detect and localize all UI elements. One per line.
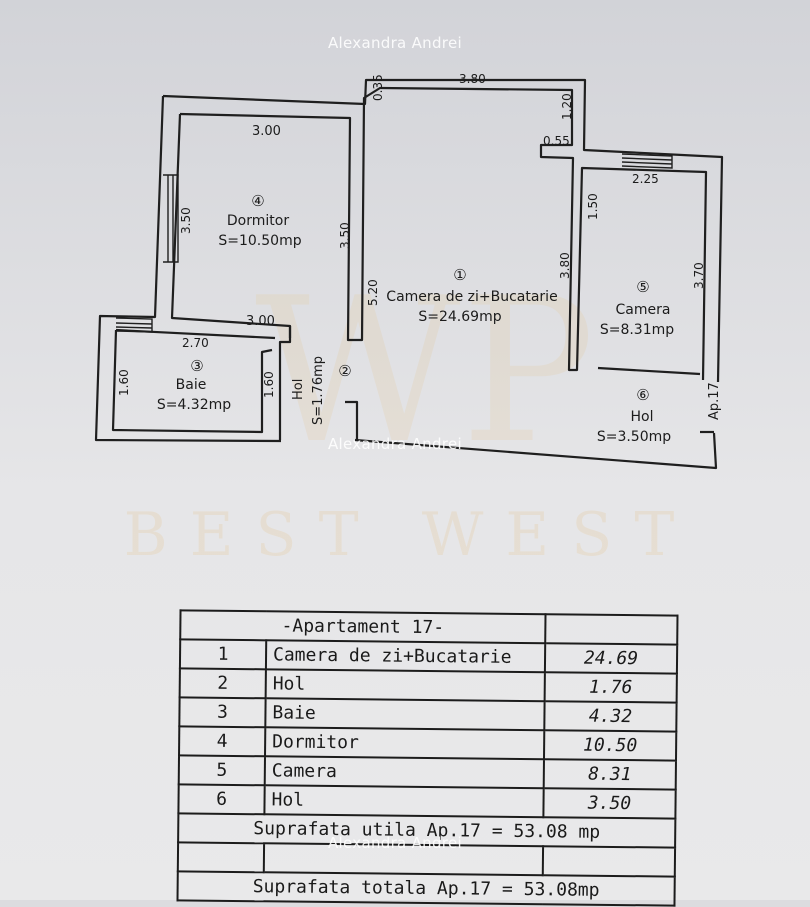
overall-total: Suprafata totala Ap.17 = 53.08mp xyxy=(177,871,675,906)
room-4-number: ④ xyxy=(251,192,264,210)
table-title-blank xyxy=(545,614,678,645)
dim-3-50-right: 3.50 xyxy=(338,222,352,249)
row-number: 4 xyxy=(179,726,266,757)
dim-0-35: 0.35 xyxy=(371,74,385,101)
dim-1-60-left: 1.60 xyxy=(117,369,131,396)
camera-lower-wall xyxy=(597,366,701,376)
dim-2-25: 2.25 xyxy=(632,172,659,186)
table-title: -Apartament 17- xyxy=(180,610,546,644)
overall-total-row: Suprafata totala Ap.17 = 53.08mp xyxy=(177,871,675,906)
room-2-area: S=1.76mp xyxy=(311,356,326,425)
room-6-number: ⑥ xyxy=(636,386,649,404)
row-area: 24.69 xyxy=(544,643,678,674)
dim-1-20: 1.20 xyxy=(560,93,574,120)
dim-0-55: 0.55 xyxy=(543,134,570,148)
apartment-mark: Ap.17 xyxy=(707,382,722,420)
row-area: 3.50 xyxy=(543,788,676,819)
agency-logo-watermark: WP xyxy=(255,255,596,488)
row-area: 8.31 xyxy=(543,759,676,790)
row-number: 3 xyxy=(179,697,266,728)
room-3-name: Baie xyxy=(176,377,207,393)
row-room-name: Camera xyxy=(264,756,544,789)
room-2-number: ② xyxy=(338,362,351,380)
row-number: 1 xyxy=(179,639,267,670)
row-area: 4.32 xyxy=(544,701,677,732)
room-5-area: S=8.31mp xyxy=(600,322,674,338)
row-number: 2 xyxy=(179,668,266,699)
row-room-name: Dormitor xyxy=(265,727,545,760)
row-room-name: Hol xyxy=(264,785,544,818)
dim-1-50: 1.50 xyxy=(586,193,600,220)
dormitor-window xyxy=(163,174,179,263)
baie-wall xyxy=(111,329,273,434)
room-5-name: Camera xyxy=(616,302,671,318)
room-3-number: ③ xyxy=(190,357,203,375)
baie-window xyxy=(115,317,153,333)
room-5-number: ⑤ xyxy=(636,278,649,296)
agency-name-watermark: BEST WEST xyxy=(123,500,697,570)
dim-3-00-bottom: 3.00 xyxy=(246,314,275,329)
dim-3-00-top: 3.00 xyxy=(252,124,281,139)
room-6-name: Hol xyxy=(631,409,654,425)
room-1-area: S=24.69mp xyxy=(418,309,501,325)
room-2-name: Hol xyxy=(291,379,306,400)
blank-cell xyxy=(177,842,265,873)
watermark-top: Alexandra Andrei xyxy=(328,34,462,52)
camera-window xyxy=(621,153,673,169)
room-4-name: Dormitor xyxy=(227,213,289,229)
dim-3-80-side: 3.80 xyxy=(558,252,572,279)
row-number: 6 xyxy=(178,784,265,815)
watermark-bottom: Alexandra Andrei xyxy=(328,834,462,852)
room-1-number: ① xyxy=(453,266,466,284)
floor-plan: 3.80 0.35 1.20 0.55 2.25 1.50 3.80 3.70 … xyxy=(94,72,724,470)
dim-2-70: 2.70 xyxy=(182,336,209,350)
hol-door-wall xyxy=(345,400,359,440)
row-room-name: Hol xyxy=(265,669,545,702)
row-area: 10.50 xyxy=(543,730,677,761)
room-4-area: S=10.50mp xyxy=(218,233,301,249)
row-area: 1.76 xyxy=(544,672,677,703)
dim-3-50-left: 3.50 xyxy=(179,207,193,234)
room-3-area: S=4.32mp xyxy=(157,397,231,413)
area-table: -Apartament 17- 1 Camera de zi+Bucatarie… xyxy=(176,609,678,906)
row-number: 5 xyxy=(178,755,266,786)
watermark-middle: Alexandra Andrei xyxy=(328,435,462,453)
row-room-name: Baie xyxy=(265,698,545,731)
dim-1-60-right: 1.60 xyxy=(262,371,276,398)
dim-3-70: 3.70 xyxy=(692,262,706,289)
room-6-area: S=3.50mp xyxy=(597,429,671,445)
row-room-name: Camera de zi+Bucatarie xyxy=(265,640,546,673)
inner-wall-outline xyxy=(179,86,708,381)
room-1-name: Camera de zi+Bucatarie xyxy=(386,289,557,305)
dim-5-20: 5.20 xyxy=(366,279,380,306)
blank-cell xyxy=(542,846,676,877)
dim-top: 3.80 xyxy=(459,72,486,86)
